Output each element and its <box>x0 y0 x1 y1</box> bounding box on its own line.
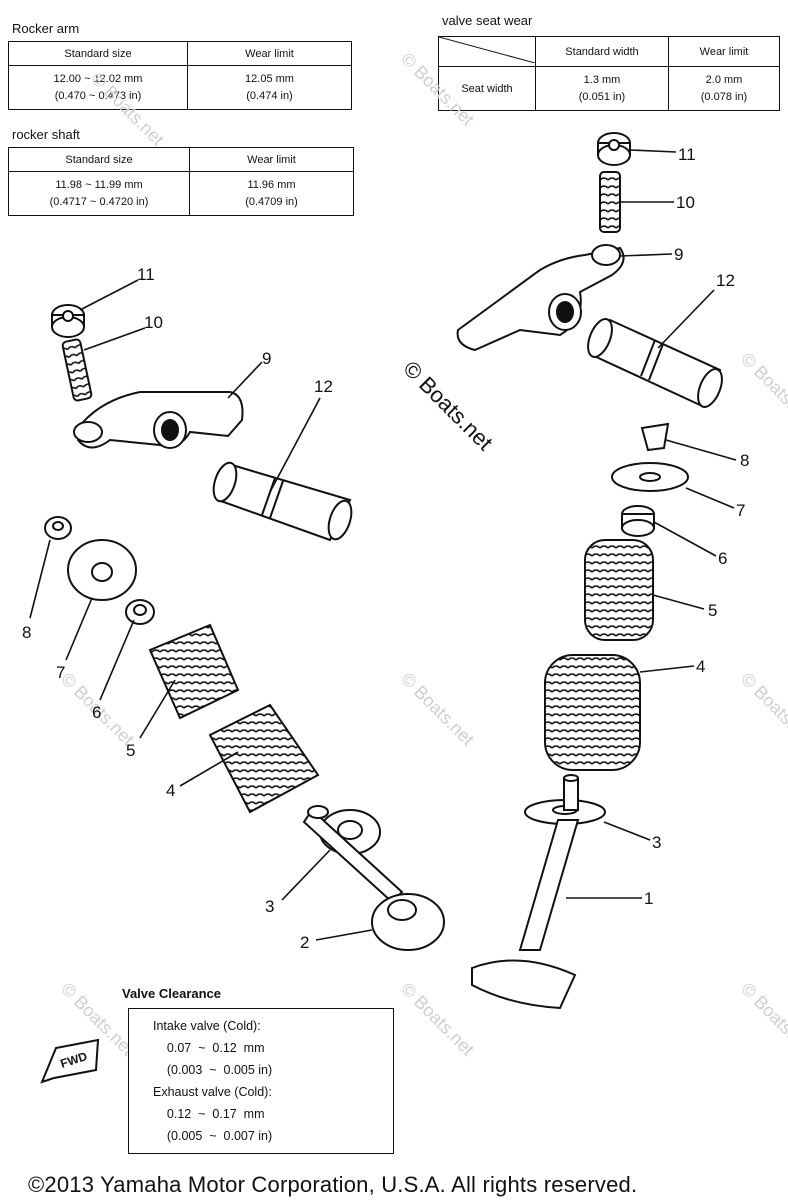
left-shaft-part-12 <box>212 461 353 542</box>
rocker-shaft-std-in: (0.4717 ~ 0.4720 in) <box>49 195 149 208</box>
valve-seat-std-in: (0.051 in) <box>578 90 626 103</box>
callout-right-9: 9 <box>674 245 683 264</box>
callout-left-5: 5 <box>126 741 135 760</box>
right-rocker-arm-part-9 <box>456 244 625 352</box>
watermark: © Boats.net <box>87 69 168 150</box>
rocker-shaft-wear-mm: 11.96 mm <box>247 178 296 191</box>
fwd-arrow-icon: FWD <box>40 1038 100 1084</box>
right-valve-part-1 <box>471 774 580 1010</box>
callout-right-4: 4 <box>696 657 705 676</box>
left-seal-part-6 <box>125 599 155 625</box>
rocker-arm-table: Standard size Wear limit 12.00 ~ 12.02 m… <box>8 41 352 110</box>
left-cotter-part-8 <box>44 516 72 540</box>
callout-left-9: 9 <box>262 349 271 368</box>
right-assembly <box>456 132 723 1010</box>
rocker-arm-wear-in: (0.474 in) <box>246 89 293 102</box>
right-seal-part-6 <box>621 505 655 537</box>
callout-left-8: 8 <box>22 623 31 642</box>
watermark: © Boats.net <box>397 49 478 130</box>
callout-right-12: 12 <box>716 271 735 290</box>
rocker-shaft-std-mm: 11.98 ~ 11.99 mm <box>55 178 143 191</box>
callout-right-6: 6 <box>718 549 727 568</box>
rocker-arm-standard-cell: 12.00 ~ 12.02 mm (0.470 ~ 0.473 in) <box>8 65 188 110</box>
callout-left-12: 12 <box>314 377 333 396</box>
callout-right-11: 11 <box>678 145 696 164</box>
left-adjuster-part-10 <box>61 338 93 402</box>
rocker-shaft-header-wear: Wear limit <box>189 147 354 172</box>
left-assembly <box>44 304 445 951</box>
clearance-line: 0.07 ~ 0.12 mm <box>153 1041 265 1055</box>
callout-right-7: 7 <box>736 501 745 520</box>
right-cotter-part-8 <box>640 422 670 452</box>
clearance-line: (0.003 ~ 0.005 in) <box>153 1063 273 1077</box>
left-retainer-part-7 <box>67 539 137 601</box>
rocker-arm-wear-mm: 12.05 mm <box>245 72 294 85</box>
right-shaft-part-12 <box>587 318 723 408</box>
diagonal-rule <box>438 36 536 64</box>
rocker-arm-wear-cell: 12.05 mm (0.474 in) <box>187 65 352 110</box>
callout-numbers: 11 10 9 12 8 7 6 5 4 3 2 11 10 9 12 8 7 … <box>22 145 749 952</box>
callout-right-10: 10 <box>676 193 695 212</box>
rocker-shaft-wear-in: (0.4709 in) <box>245 195 298 208</box>
watermark: © Boats.net <box>397 669 478 750</box>
right-inner-spring-part-5 <box>584 539 654 641</box>
callout-right-5: 5 <box>708 601 717 620</box>
leader-lines <box>29 149 737 941</box>
callout-left-2: 2 <box>300 933 309 952</box>
clearance-line: Exhaust valve (Cold): <box>153 1085 272 1099</box>
rocker-shaft-title: rocker shaft <box>12 127 80 142</box>
valve-clearance-title: Valve Clearance <box>122 986 222 1001</box>
copyright-footer: ©2013 Yamaha Motor Corporation, U.S.A. A… <box>28 1172 638 1197</box>
valve-seat-std-mm: 1.3 mm <box>583 73 621 86</box>
watermark: © Boats.net <box>397 979 478 1060</box>
watermark: © Boats.net <box>737 349 788 430</box>
valve-seat-wear-in: (0.078 in) <box>700 90 748 103</box>
left-nut-part-11 <box>51 304 85 338</box>
right-adjuster-part-10 <box>599 171 621 233</box>
clearance-line: 0.12 ~ 0.17 mm <box>153 1107 265 1121</box>
callout-left-6: 6 <box>92 703 101 722</box>
watermark: © Boats.net <box>737 669 788 750</box>
rocker-shaft-table: Standard size Wear limit 11.98 ~ 11.99 m… <box>8 147 354 216</box>
rocker-shaft-header-standard: Standard size <box>8 147 190 172</box>
callout-left-4: 4 <box>166 781 175 800</box>
rocker-shaft-standard-cell: 11.98 ~ 11.99 mm (0.4717 ~ 0.4720 in) <box>8 171 190 216</box>
valve-seat-title: valve seat wear <box>442 13 533 28</box>
right-nut-part-11 <box>597 132 631 166</box>
callout-left-11: 11 <box>137 265 155 284</box>
clearance-line: Intake valve (Cold): <box>153 1019 261 1033</box>
rocker-arm-title: Rocker arm <box>12 21 80 36</box>
watermark-main: © Boats.net <box>398 356 497 455</box>
callout-left-10: 10 <box>144 313 163 332</box>
rocker-shaft-wear-cell: 11.96 mm (0.4709 in) <box>189 171 354 216</box>
rocker-arm-std-mm: 12.00 ~ 12.02 mm <box>53 72 143 85</box>
exploded-diagram: © Boats.net © Boats.net © Boats.net © Bo… <box>22 49 788 1084</box>
callout-right-8: 8 <box>740 451 749 470</box>
valve-seat-wear-cell: 2.0 mm (0.078 in) <box>668 66 780 111</box>
rocker-arm-std-in: (0.470 ~ 0.473 in) <box>54 89 142 102</box>
left-valve-part-2 <box>302 805 445 951</box>
left-inner-spring-part-5 <box>148 623 240 720</box>
right-outer-spring-part-4 <box>544 654 641 771</box>
callout-left-7: 7 <box>56 663 65 682</box>
callout-left-3: 3 <box>265 897 274 916</box>
valve-clearance-box: Intake valve (Cold): 0.07 ~ 0.12 mm (0.0… <box>128 1008 394 1154</box>
right-retainer-part-7 <box>611 462 689 492</box>
valve-seat-row-label: Seat width <box>438 66 536 111</box>
clearance-line: (0.005 ~ 0.007 in) <box>153 1129 273 1143</box>
watermark: © Boats.net <box>737 979 788 1060</box>
valve-seat-header-wear: Wear limit <box>668 36 780 67</box>
rocker-arm-header-standard: Standard size <box>8 41 188 66</box>
valve-seat-table: Standard width Wear limit Seat width 1.3… <box>438 36 780 111</box>
left-outer-spring-part-4 <box>208 703 320 814</box>
callout-right-1: 1 <box>644 889 653 908</box>
callout-right-3: 3 <box>652 833 661 852</box>
left-rocker-arm-part-9 <box>73 391 244 449</box>
valve-seat-header-standard: Standard width <box>535 36 669 67</box>
valve-seat-wear-mm: 2.0 mm <box>705 73 743 86</box>
